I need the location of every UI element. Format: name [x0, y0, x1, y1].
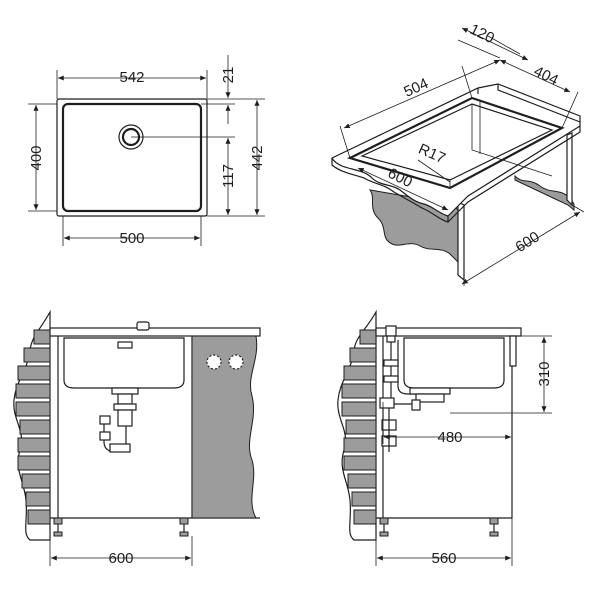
countertop	[331, 83, 581, 217]
cabinet-front-side	[457, 201, 465, 282]
cabinet-back-side	[566, 132, 573, 207]
dimension-iso-bowl-width: 404	[531, 63, 561, 89]
dimension-line-iso-600-side	[461, 211, 581, 285]
side-wall-cutaway	[191, 335, 258, 519]
tap-hole-icon-2	[228, 354, 244, 370]
brick-wall-right-view	[337, 309, 377, 541]
isometric-view: 120 404 504 R17 600 600	[331, 21, 585, 286]
cabinet-right-wall	[514, 174, 575, 212]
dimension-side-cabinet-depth: 560	[431, 550, 456, 567]
top-view: 542 500 400 21 117 442	[28, 55, 266, 247]
dimension-bowl-depth: 400	[28, 145, 45, 170]
dimension-overall-depth: 442	[249, 145, 266, 170]
side-elevation-view: 310 480 560	[337, 309, 553, 567]
sink-outer-outline	[56, 98, 208, 217]
front-elevation-view: 600	[13, 309, 261, 567]
cabinet-feet-side	[379, 517, 499, 537]
dimension-iso-bowl-length: 504	[401, 75, 431, 101]
plumbing-icon	[379, 325, 451, 452]
sink-bowl-front	[63, 337, 185, 389]
brick-wall-left	[13, 309, 51, 541]
sink-bowl-outline	[61, 102, 203, 213]
dimension-rim-offset: 21	[220, 67, 237, 84]
dimension-line-404	[499, 59, 571, 93]
overflow-icon	[117, 341, 133, 349]
cabinet-feet	[53, 517, 189, 537]
dimension-drain-height: 310	[536, 361, 553, 386]
countertop-side	[375, 327, 522, 337]
dimension-overall-width: 542	[119, 69, 144, 86]
dimension-drain-offset: 117	[220, 164, 237, 188]
countertop-front	[49, 327, 261, 337]
dimension-iso-cabinet-depth: 600	[512, 228, 542, 256]
dimension-line-120	[461, 27, 529, 61]
cabinet-left-wall	[368, 189, 459, 275]
dimension-front-cabinet-width: 600	[108, 550, 133, 567]
dimension-line-504	[343, 59, 501, 129]
dimension-drain-distance: 480	[437, 429, 462, 446]
siphon-icon	[99, 387, 139, 453]
sink-bowl-side	[403, 337, 505, 389]
dimension-bowl-width: 500	[119, 230, 144, 247]
tap-hole-icon-1	[206, 354, 222, 370]
dimension-line-iso-600-front	[357, 167, 449, 211]
